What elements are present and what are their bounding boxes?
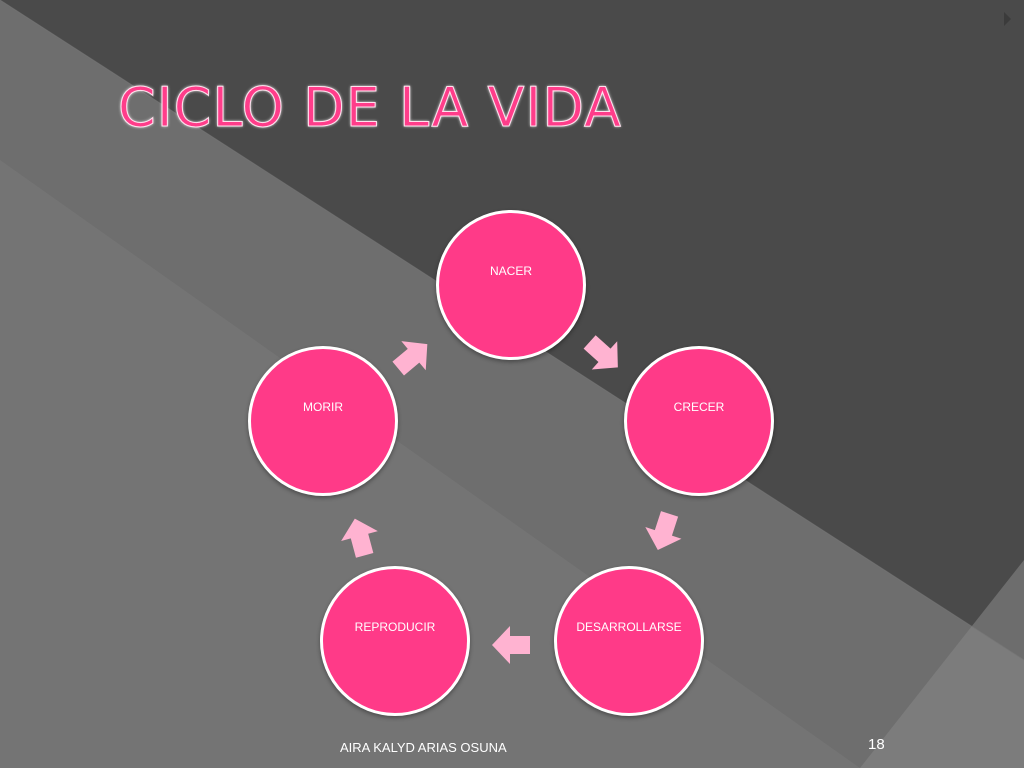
node-reproducir: REPRODUCIR bbox=[320, 566, 470, 716]
node-label: MORIR bbox=[303, 400, 343, 414]
node-crecer: CRECER bbox=[624, 346, 774, 496]
node-label: REPRODUCIR bbox=[354, 620, 436, 634]
corner-bullet-icon bbox=[1004, 12, 1011, 26]
slide-title: CICLO DE LA VIDA bbox=[118, 76, 622, 140]
node-morir: MORIR bbox=[248, 346, 398, 496]
node-label: DESARROLLARSE bbox=[576, 620, 682, 634]
node-label: CRECER bbox=[673, 400, 725, 414]
node-nacer: NACER bbox=[436, 210, 586, 360]
page-number: 18 bbox=[868, 736, 885, 753]
node-desarrollarse: DESARROLLARSE bbox=[554, 566, 704, 716]
node-label: NACER bbox=[489, 264, 532, 278]
footer-author: AIRA KALYD ARIAS OSUNA bbox=[340, 740, 507, 755]
